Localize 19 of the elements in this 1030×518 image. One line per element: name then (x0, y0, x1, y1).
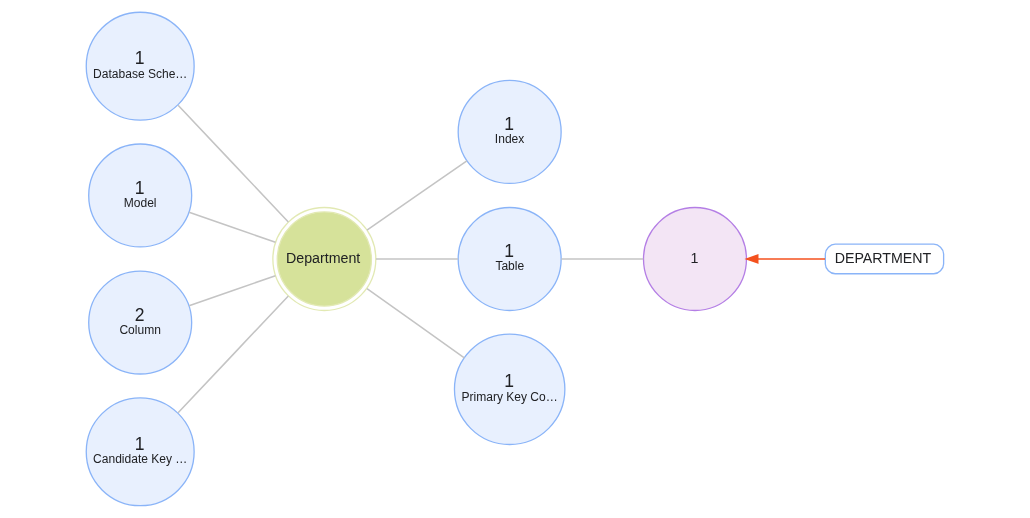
node-circle: 1 Primary Key Co… (453, 333, 566, 446)
node-circle: 1 Index (457, 79, 562, 185)
connector (188, 211, 277, 244)
node-circle: 1 (642, 206, 748, 312)
connector (375, 258, 459, 260)
connector (366, 160, 468, 231)
node-circle: 1 Table (457, 206, 562, 312)
node-circle: 2 Column (88, 270, 193, 375)
node-circle: 1 Candidate Key … (85, 397, 195, 507)
connector (188, 274, 277, 307)
node-circle: Department (272, 206, 377, 312)
connector (177, 295, 290, 414)
node-circle: 1 Model (88, 143, 193, 248)
arrow (744, 254, 826, 264)
node-box: DEPARTMENT (824, 243, 945, 275)
connector (366, 287, 466, 359)
node-circle: 1 Database Sche… (85, 11, 195, 121)
connector (560, 258, 644, 260)
connector (177, 104, 290, 223)
